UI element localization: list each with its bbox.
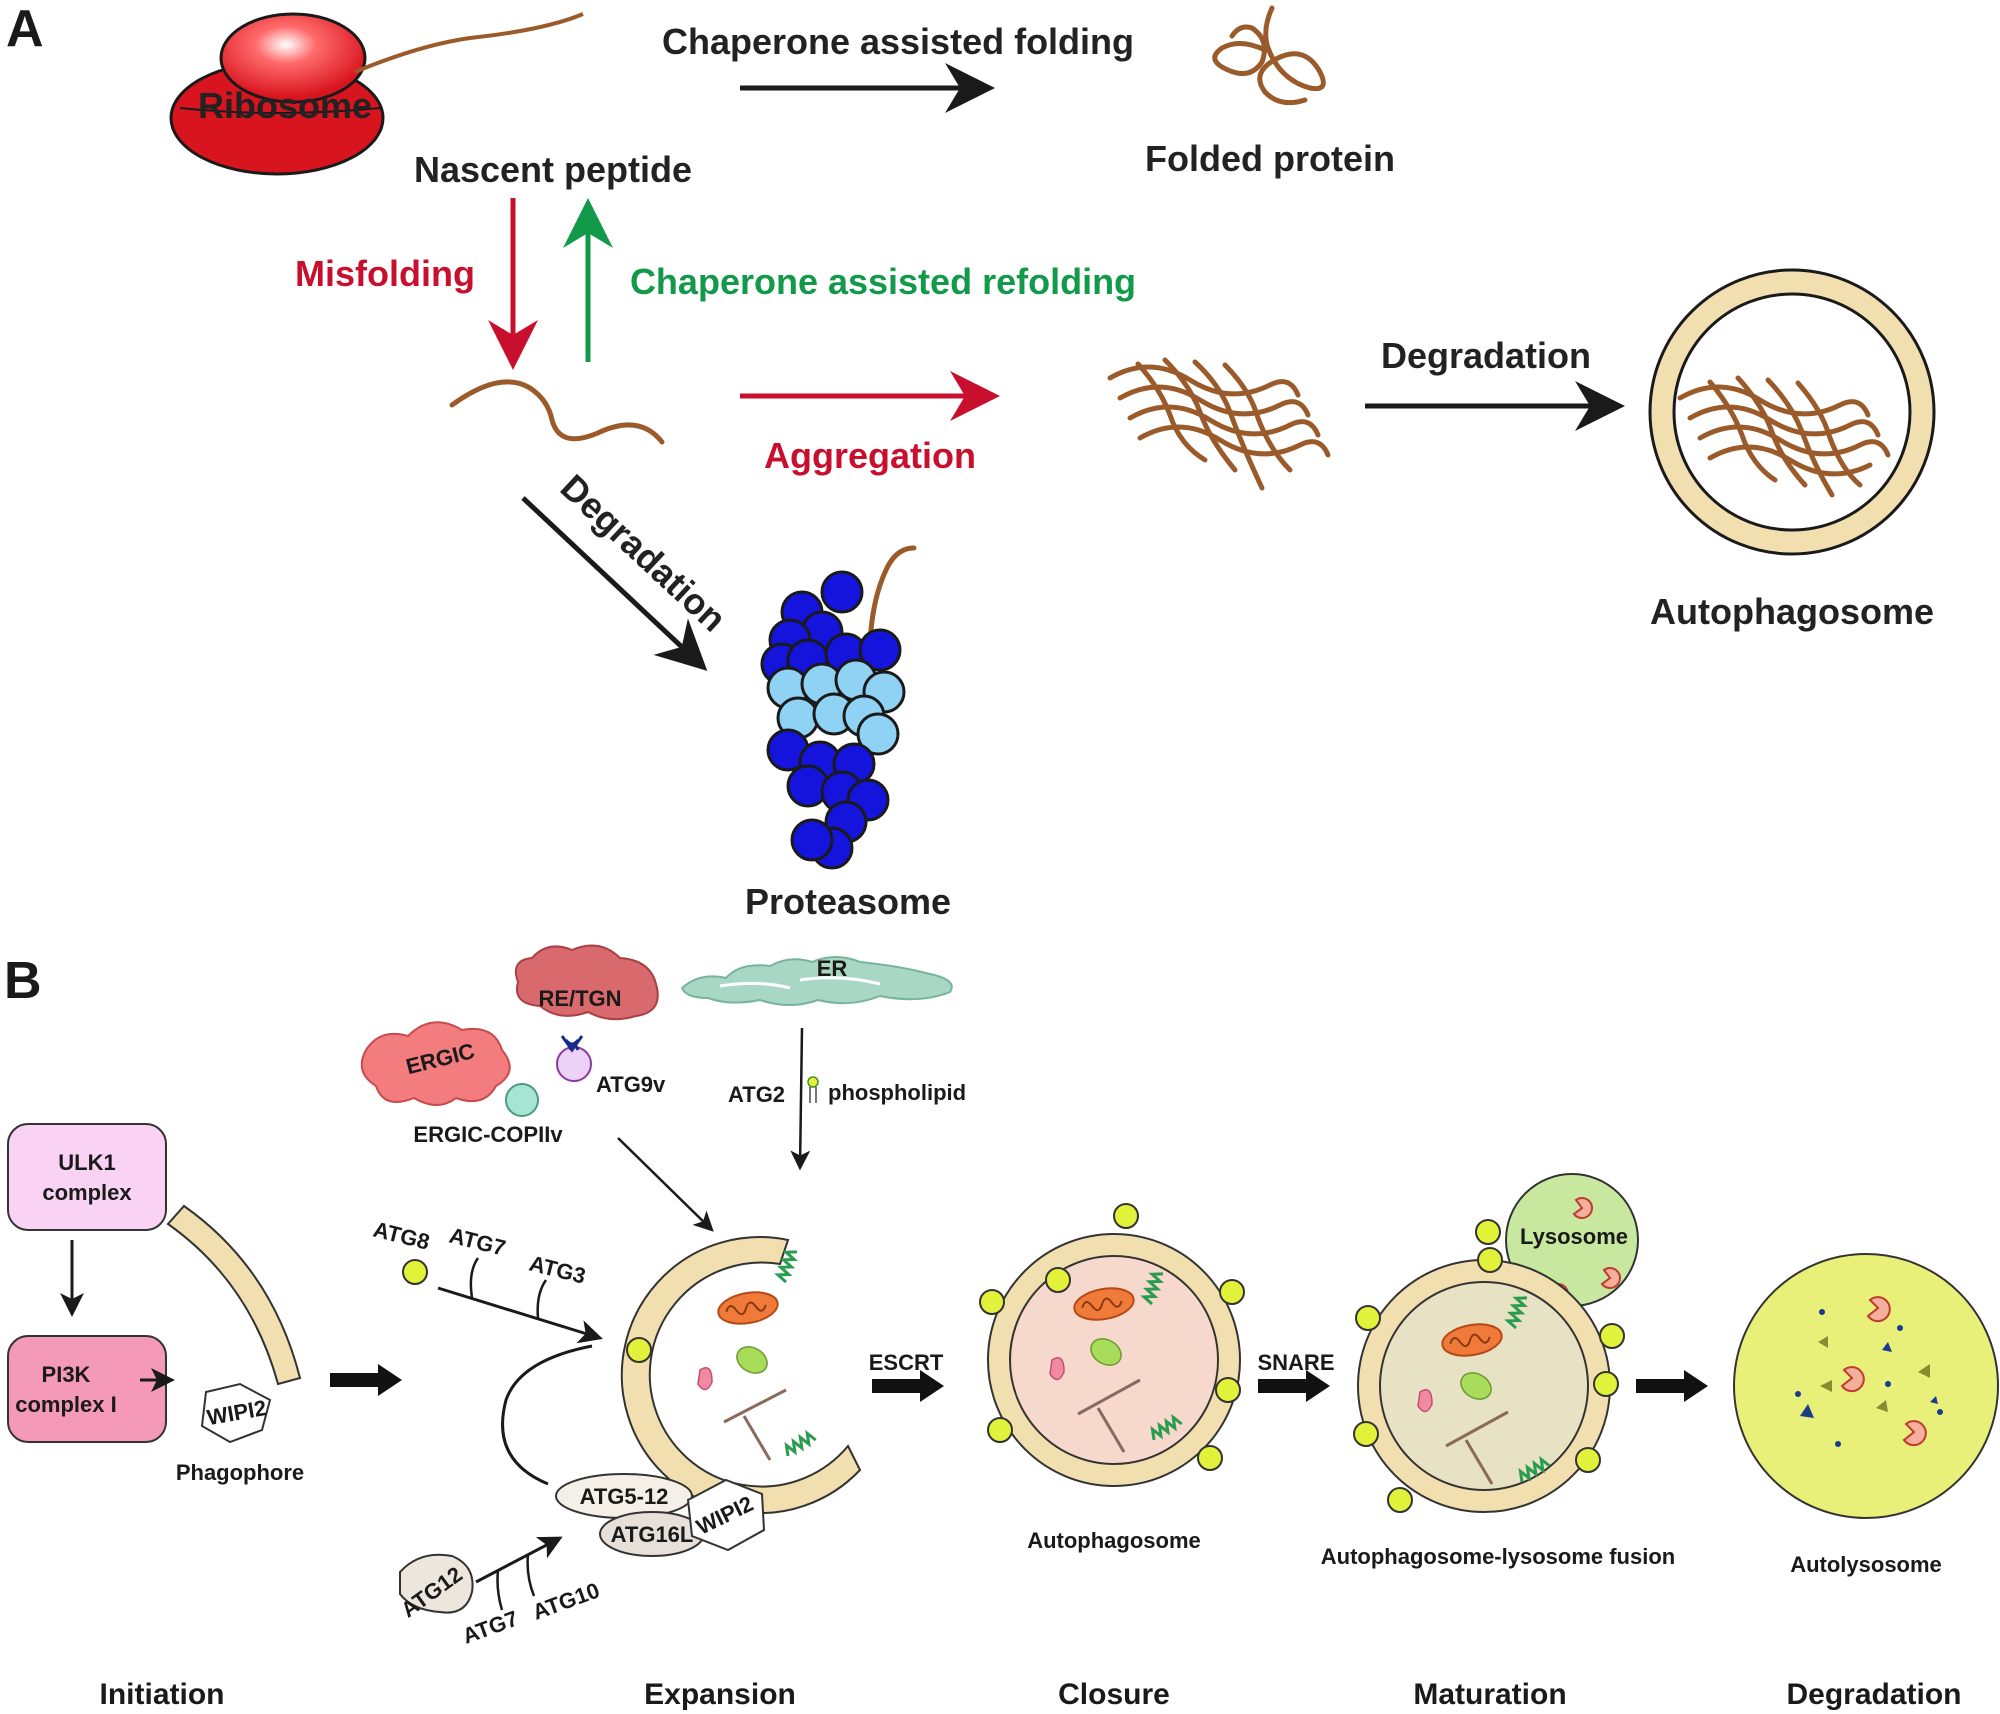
chaperone-refolding-label: Chaperone assisted refolding [630,261,1136,302]
panel-a-label: A [6,0,44,58]
atg12-protein [399,1553,474,1614]
maturation-to-degradation-arrow [1636,1370,1708,1402]
ulk1-line1: ULK1 [58,1150,115,1175]
atg10-label: ATG10 [529,1578,603,1625]
nascent-peptide-label: Nascent peptide [414,149,692,190]
phagophore-label: Phagophore [176,1460,304,1485]
ulk1-line2: complex [42,1180,132,1205]
autolysosome-label: Autolysosome [1790,1552,1942,1577]
atg16l-label: ATG16L [611,1522,694,1547]
wipi2-b-protein [686,1478,766,1552]
ribosome-label: Ribosome [198,85,372,126]
stage-maturation: Maturation [1413,1678,1566,1711]
phospholipid-icon [807,1076,819,1103]
stage-expansion: Expansion [644,1678,796,1711]
protein-aggregate-icon [1107,357,1331,491]
autophagosome-b-icon [979,1203,1245,1487]
proteasome-label: Proteasome [745,881,951,922]
nascent-chain [354,12,584,74]
fusion-label: Autophagosome-lysosome fusion [1321,1544,1675,1569]
pi3k-line2: complex I [15,1392,116,1417]
er-label: ER [817,956,848,981]
ergic-copiiv-vesicle [505,1083,539,1117]
chaperone-folding-label: Chaperone assisted folding [662,21,1134,62]
escrt-label: ESCRT [869,1350,944,1375]
folded-protein-icon [1212,5,1326,106]
atg3-label: ATG3 [527,1251,588,1289]
ulk1-complex-box [7,1123,167,1231]
autolysosome-icon [1733,1253,1999,1519]
ergic-copiiv-label: ERGIC-COPIIv [413,1122,563,1147]
stage-degradation: Degradation [1786,1678,1961,1711]
atg9v-label: ATG9v [596,1072,666,1097]
expanding-phagophore [620,1236,862,1515]
re-tgn-organelle [514,944,659,1021]
atg12-conjugation-arrow [475,1536,563,1584]
proteasome-icon [760,545,917,870]
wipi2-protein [200,1382,272,1444]
atg5-12-label: ATG5-12 [580,1484,669,1509]
atg7-top-label: ATG7 [447,1223,508,1261]
atg9v-vesicle [556,1035,592,1082]
initiation-to-expansion-arrow [330,1364,402,1396]
atg8-label: ATG8 [371,1217,432,1255]
folded-protein-label: Folded protein [1145,138,1395,179]
phagophore-membrane [166,1204,302,1386]
atg8-conjugation-arrow [437,1286,603,1344]
vesicles-to-expansion-arrow [617,1137,714,1232]
atg5-12-recycle-arrow [501,1344,593,1486]
autophagosome-a-label: Autophagosome [1650,591,1934,632]
pi3k-complex-box [7,1335,167,1443]
er-to-expansion-arrow [790,1027,811,1171]
stage-closure: Closure [1058,1678,1170,1711]
autophagosome-b-label: Autophagosome [1027,1528,1201,1553]
phospholipid-label: phospholipid [828,1080,966,1105]
panel-b-label: B [4,952,42,1010]
autophagosome-a-icon [1648,268,1936,556]
atg7-bottom-label: ATG7 [459,1606,521,1649]
lysosome-label: Lysosome [1520,1224,1628,1249]
misfolded-peptide-icon [449,379,665,445]
degradation-autophagy-label: Degradation [1381,335,1591,376]
er-organelle [680,956,953,1006]
re-tgn-label: RE/TGN [538,986,621,1011]
fusion-icon [1353,1173,1639,1513]
degradation-proteasome-arrow [521,496,708,671]
atg2-label: ATG2 [728,1082,785,1107]
ergic-organelle [360,1021,511,1106]
snare-label: SNARE [1257,1350,1334,1375]
stage-initiation: Initiation [100,1678,225,1711]
misfolding-label: Misfolding [295,253,475,294]
ribosome-icon [169,12,385,176]
aggregation-label: Aggregation [764,435,976,476]
atg8-protein [402,1259,428,1285]
pi3k-line1: PI3K [42,1362,91,1387]
